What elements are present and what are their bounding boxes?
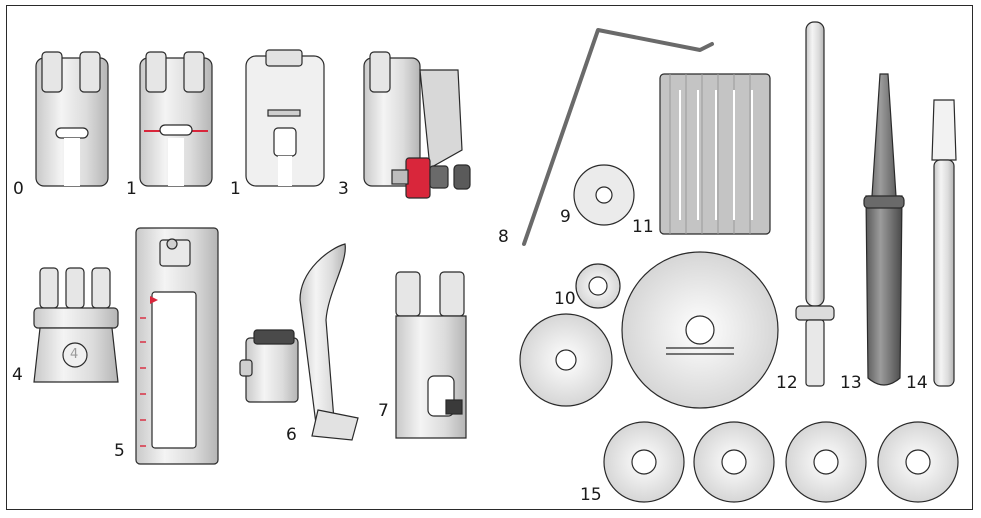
bobbin-4 bbox=[877, 421, 959, 503]
edge-guide-8 bbox=[522, 28, 714, 246]
bobbin-1 bbox=[603, 421, 685, 503]
foot-4-badge: 4 bbox=[70, 347, 79, 362]
presser-foot-1b bbox=[245, 49, 325, 187]
bobbin-3 bbox=[785, 421, 867, 503]
label-foot-3: 3 bbox=[338, 179, 349, 199]
presser-foot-1a bbox=[139, 51, 213, 187]
label-felt-pad-9: 9 bbox=[560, 207, 571, 227]
buttonhole-foot-5 bbox=[135, 227, 219, 465]
label-spool-holder-12: 12 bbox=[776, 373, 798, 393]
darning-foot-6 bbox=[239, 243, 359, 441]
label-foot-5: 5 bbox=[114, 441, 125, 461]
label-foot-1b: 1 bbox=[230, 179, 241, 199]
bobbin-2 bbox=[693, 421, 775, 503]
diagram-frame bbox=[6, 5, 973, 510]
label-brush-14: 14 bbox=[906, 373, 928, 393]
brush-14 bbox=[931, 99, 957, 387]
label-foot-1a: 1 bbox=[126, 179, 137, 199]
label-bobbins-15: 15 bbox=[580, 485, 602, 505]
label-seam-ripper-13: 13 bbox=[840, 373, 862, 393]
seam-ripper-13 bbox=[863, 73, 905, 386]
needle-pack-11 bbox=[659, 73, 771, 235]
label-spool-cap-10: 10 bbox=[554, 289, 576, 309]
felt-pad-9 bbox=[573, 164, 635, 226]
label-edge-guide-8: 8 bbox=[498, 227, 509, 247]
spool-cap-large bbox=[621, 251, 779, 409]
label-needles-11: 11 bbox=[632, 217, 654, 237]
spool-cap-medium bbox=[519, 313, 613, 407]
spool-cap-small-10 bbox=[575, 263, 621, 309]
label-foot-7: 7 bbox=[378, 401, 389, 421]
label-foot-4: 4 bbox=[12, 365, 23, 385]
presser-foot-7 bbox=[395, 271, 467, 439]
presser-foot-4 bbox=[33, 267, 119, 383]
spool-holder-12 bbox=[795, 21, 835, 387]
label-foot-0: 0 bbox=[13, 179, 24, 199]
presser-foot-0 bbox=[35, 51, 109, 187]
label-foot-6: 6 bbox=[286, 425, 297, 445]
presser-foot-3 bbox=[363, 51, 471, 199]
